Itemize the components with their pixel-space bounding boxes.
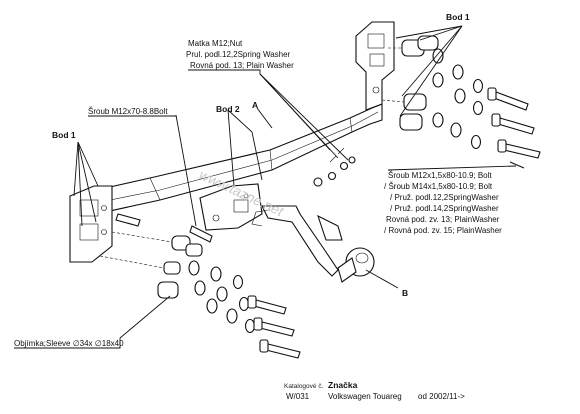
- bolt-left-callout: Šroub M12x70-8.8Bolt: [88, 107, 176, 117]
- callout-line: Rovná pod. zv. 13; PlainWasher: [386, 215, 500, 224]
- nut-washer-callout: Matka M12;Nut Prul. podl.12,2Spring Wash…: [186, 39, 294, 74]
- bolt-right-callout: Šroub M12x1,5x80-10.9; Bolt / Šroub M14x…: [384, 171, 502, 235]
- tow-ball-neck: [251, 205, 375, 283]
- beam-nuts: [313, 147, 356, 187]
- brand-label: Značka: [328, 380, 358, 390]
- sleeve-callout: Objímka;Sleeve ∅34x ∅18x40: [14, 338, 124, 349]
- catalog-number: W/031: [286, 392, 310, 401]
- label-bod2: Bod 2: [216, 104, 240, 114]
- left-bracket-bolts: [115, 213, 213, 243]
- label-bod1-top: Bod 1: [446, 12, 470, 22]
- callout-line: Objímka;Sleeve ∅34x ∅18x40: [14, 339, 124, 348]
- crossbar-beam: [87, 103, 383, 215]
- brand-name: Volkswagen Touareg: [328, 392, 402, 401]
- callout-line: Matka M12;Nut: [188, 39, 243, 48]
- left-hardware-stack: [157, 235, 301, 359]
- callout-line: Prul. podl.12,2Spring Washer: [186, 50, 291, 59]
- callout-line: Rovná pod. 13; Plain Washer: [190, 61, 294, 70]
- catalog-label: Katalogové č.: [284, 383, 324, 390]
- callout-line: / Pruž. podl.14,2SpringWasher: [390, 204, 499, 213]
- right-mounting-bracket: [355, 21, 395, 111]
- production-date: od 2002/11->: [418, 392, 465, 401]
- ball-mount-plate: [199, 183, 263, 231]
- callout-line: / Šroub M14x1,5x80-10.9; Bolt: [384, 182, 493, 191]
- callout-line: / Rovná pod. zv. 15; PlainWasher: [384, 226, 502, 235]
- callout-line: Šroub M12x1,5x80-10.9; Bolt: [388, 171, 492, 180]
- label-point-b: B: [402, 288, 408, 298]
- left-mounting-bracket: [69, 185, 113, 263]
- callout-line: / Pruž. podl.12,2SpringWasher: [390, 193, 499, 202]
- leader-lines: [73, 25, 517, 339]
- callout-line: Šroub M12x70-8.8Bolt: [88, 107, 168, 116]
- label-bod1-left: Bod 1: [52, 130, 76, 140]
- label-point-a: A: [252, 100, 258, 110]
- title-block: Katalogové č. W/031 Značka Volkswagen To…: [284, 380, 465, 401]
- right-hardware-stack: [399, 35, 541, 169]
- assembly-centre-lines: [99, 47, 405, 269]
